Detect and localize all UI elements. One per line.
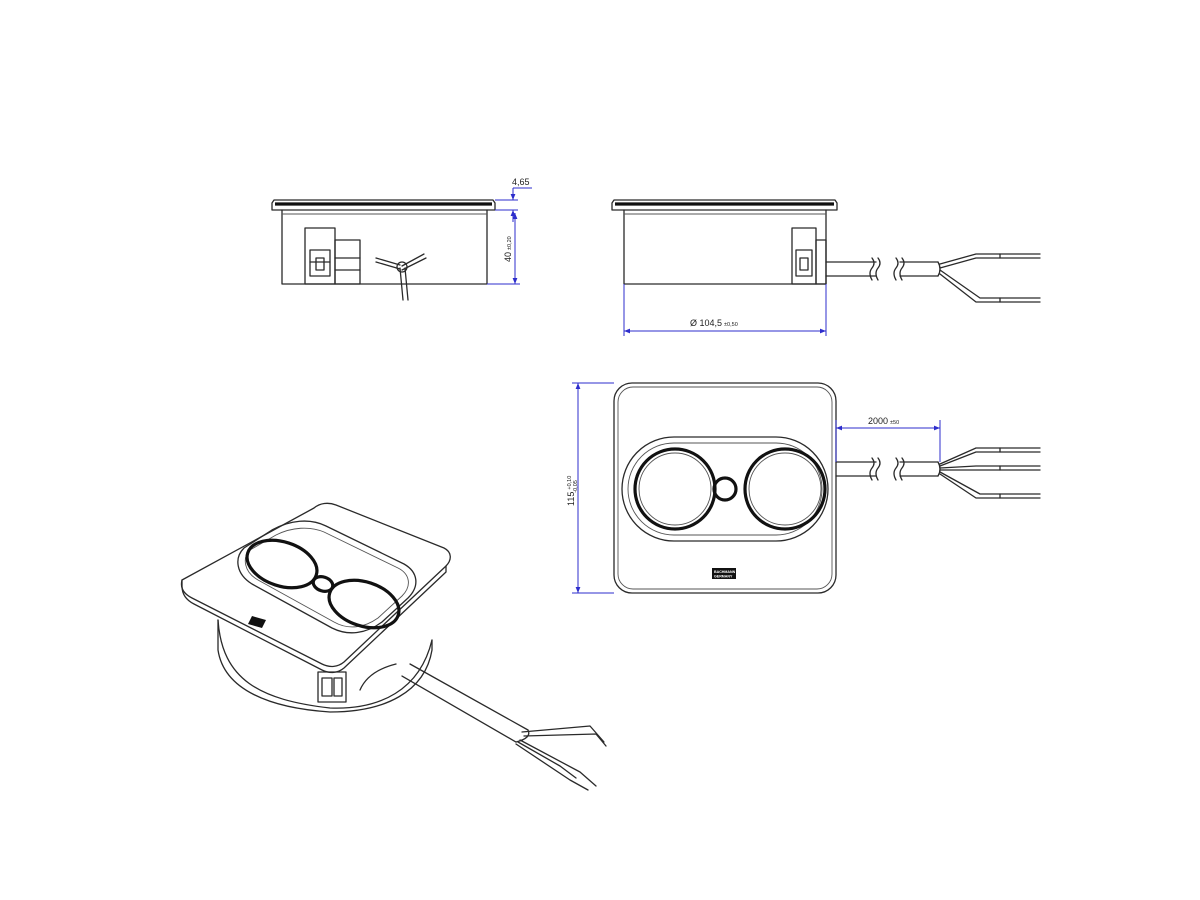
side-view-left: 4,65 40±0,20	[271, 177, 532, 301]
brand-logo: BACHMANN GERMANY	[712, 568, 736, 579]
front-view: BACHMANN GERMANY 2000±50	[566, 382, 1041, 594]
cable-front	[835, 447, 1041, 499]
side-view-right: Ø 104,5±0,50	[611, 199, 1041, 336]
dim-height: 115+0,10-0,05	[566, 476, 579, 506]
socket-left	[633, 447, 717, 531]
dim-diameter: Ø 104,5±0,50	[690, 318, 738, 328]
dim-cable-length: 2000±50	[868, 416, 899, 426]
terminal-block-left	[304, 227, 361, 285]
dim-lip-thickness: 4,65	[512, 177, 530, 187]
cable-side	[825, 253, 1041, 303]
terminal-block-right	[791, 227, 827, 285]
mounting-clip	[375, 253, 427, 301]
svg-text:BACHMANN: BACHMANN	[714, 570, 736, 574]
isometric-view	[180, 502, 607, 791]
socket-right	[743, 447, 827, 531]
svg-text:GERMANY: GERMANY	[714, 575, 733, 579]
dim-depth: 40±0,20	[503, 236, 513, 262]
indicator-light	[712, 476, 738, 502]
